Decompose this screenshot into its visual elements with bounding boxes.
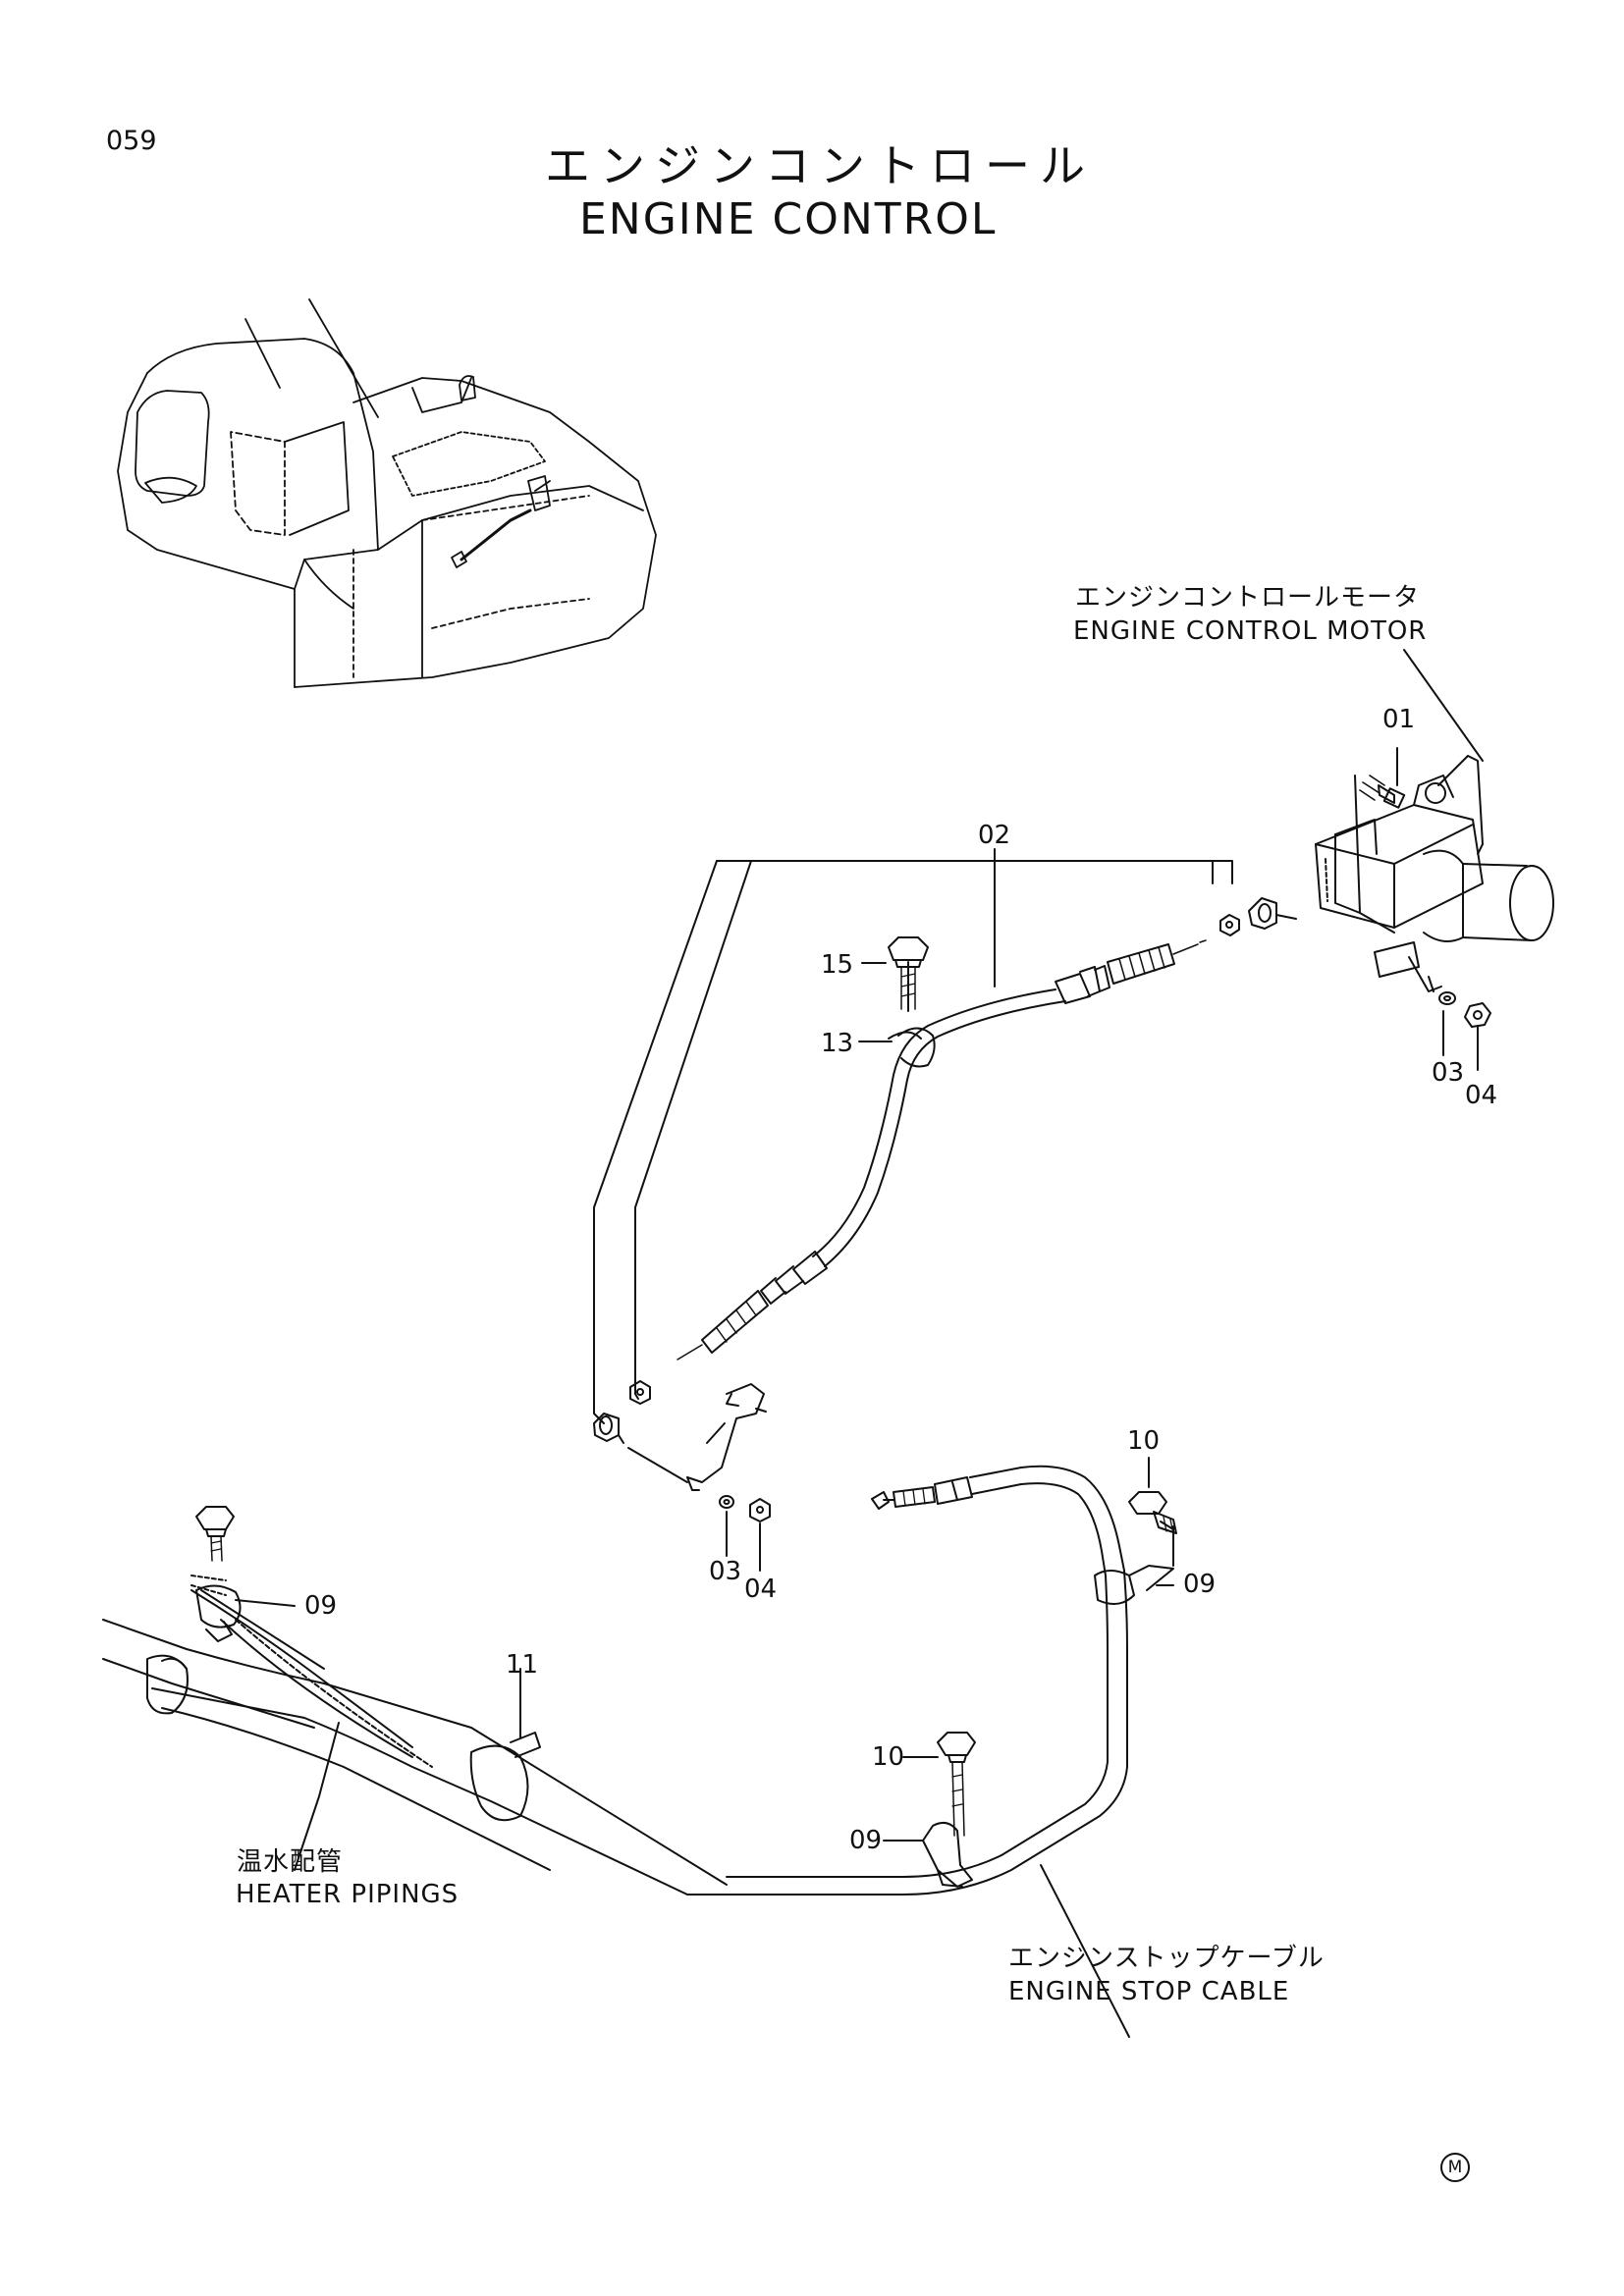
- engine-stop-cable: [686, 1457, 1177, 2038]
- label-motor-en: ENGINE CONTROL MOTOR: [1073, 616, 1428, 646]
- callout-03-top: 03: [1432, 1058, 1465, 1088]
- title-english: ENGINE CONTROL: [579, 194, 998, 244]
- excavator-overview: [117, 298, 657, 688]
- callout-09-bottom: 09: [849, 1826, 883, 1855]
- heater-pipings: [102, 1506, 728, 1896]
- callout-02: 02: [978, 821, 1011, 850]
- callout-04-bottom: 04: [744, 1575, 778, 1604]
- callout-10-bottom: 10: [872, 1742, 905, 1772]
- callout-09-right: 09: [1183, 1570, 1217, 1599]
- callout-09-left: 09: [304, 1591, 338, 1621]
- title-japanese: エンジンコントロール: [545, 139, 1095, 192]
- callout-11: 11: [506, 1650, 539, 1680]
- engine-control-motor: [1315, 649, 1554, 1071]
- callout-03-bottom: 03: [709, 1557, 742, 1586]
- label-heater-en: HEATER PIPINGS: [236, 1880, 460, 1909]
- callout-01: 01: [1382, 705, 1416, 734]
- control-cable-02: [593, 848, 1297, 1572]
- label-stop-cable-ja: エンジンストップケーブル: [1008, 1944, 1325, 1973]
- label-stop-cable-en: ENGINE STOP CABLE: [1008, 1977, 1290, 2006]
- label-heater-ja: 温水配管: [237, 1847, 344, 1877]
- callout-10-top: 10: [1127, 1426, 1161, 1456]
- page-number: 059: [106, 126, 157, 156]
- callout-13: 13: [821, 1029, 854, 1058]
- m-mark: M: [1440, 2153, 1470, 2182]
- callout-04-top: 04: [1465, 1081, 1498, 1110]
- callout-15: 15: [821, 950, 854, 980]
- label-motor-ja: エンジンコントロールモータ: [1075, 583, 1421, 613]
